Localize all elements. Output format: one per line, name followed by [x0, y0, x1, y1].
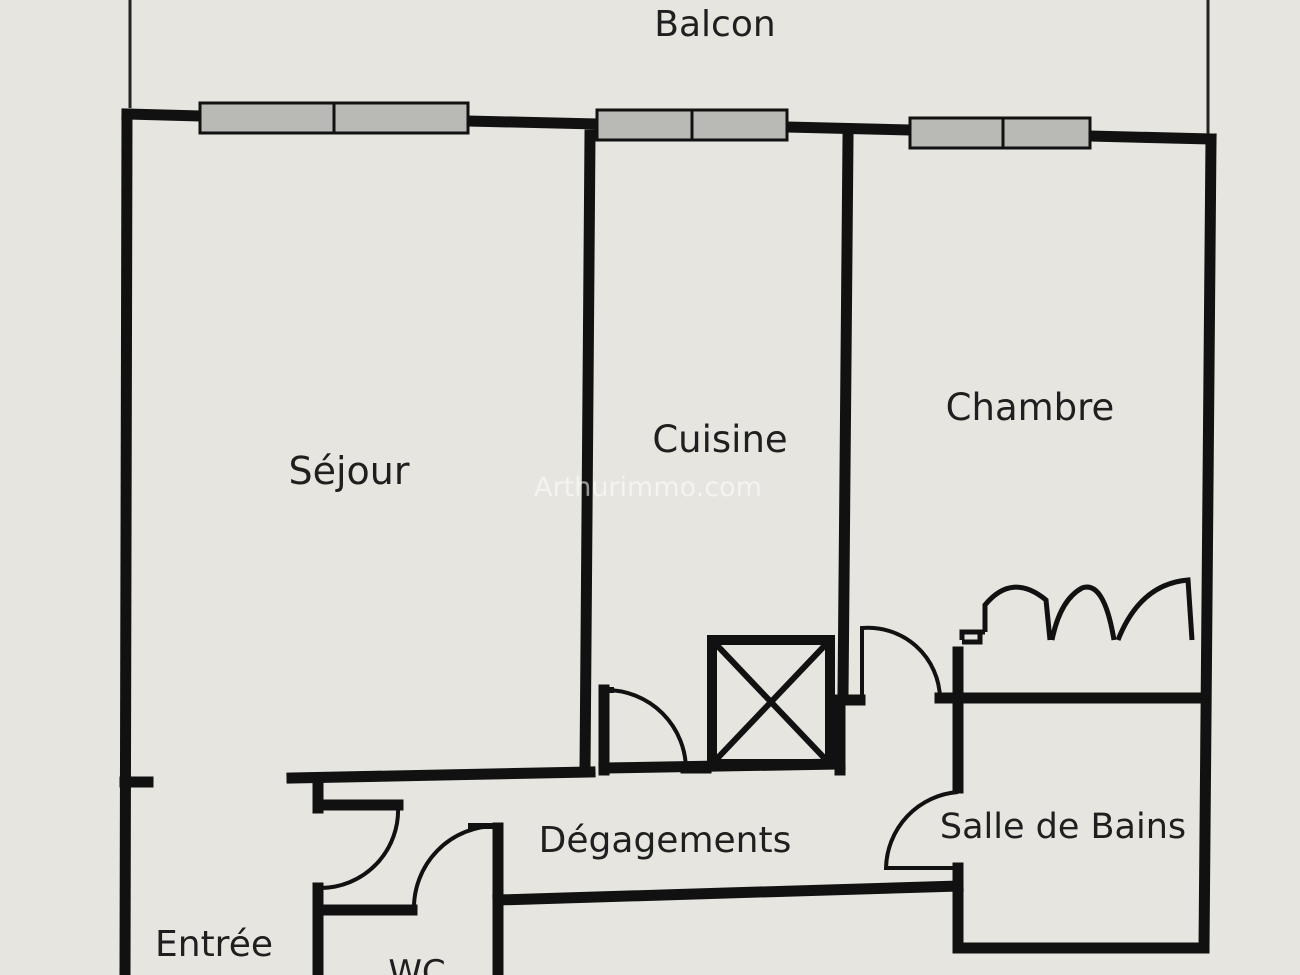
window-chambre — [908, 116, 1092, 150]
label-cuisine: Cuisine — [652, 418, 787, 461]
label-balcon: Balcon — [654, 4, 775, 45]
label-chambre: Chambre — [946, 386, 1115, 429]
door-entree-couloir — [319, 804, 401, 891]
watermark: Arthurimmo.com — [534, 472, 762, 503]
door-swings — [319, 625, 959, 911]
wardrobe-doors — [959, 577, 1195, 645]
label-salle-de-bains: Salle de Bains — [940, 807, 1186, 847]
label-wc: WC — [388, 953, 445, 975]
label-entree: Entrée — [155, 924, 273, 965]
label-degagements: Dégagements — [539, 820, 792, 861]
door-salle-de-bains — [883, 790, 959, 870]
balcony-railing — [128, 0, 1210, 135]
ventilation-duct — [707, 635, 835, 769]
exterior-walls — [119, 108, 1217, 975]
door-cuisine — [605, 688, 688, 771]
door-chambre — [860, 625, 942, 699]
label-sejour: Séjour — [288, 449, 409, 493]
windows — [198, 101, 1092, 150]
